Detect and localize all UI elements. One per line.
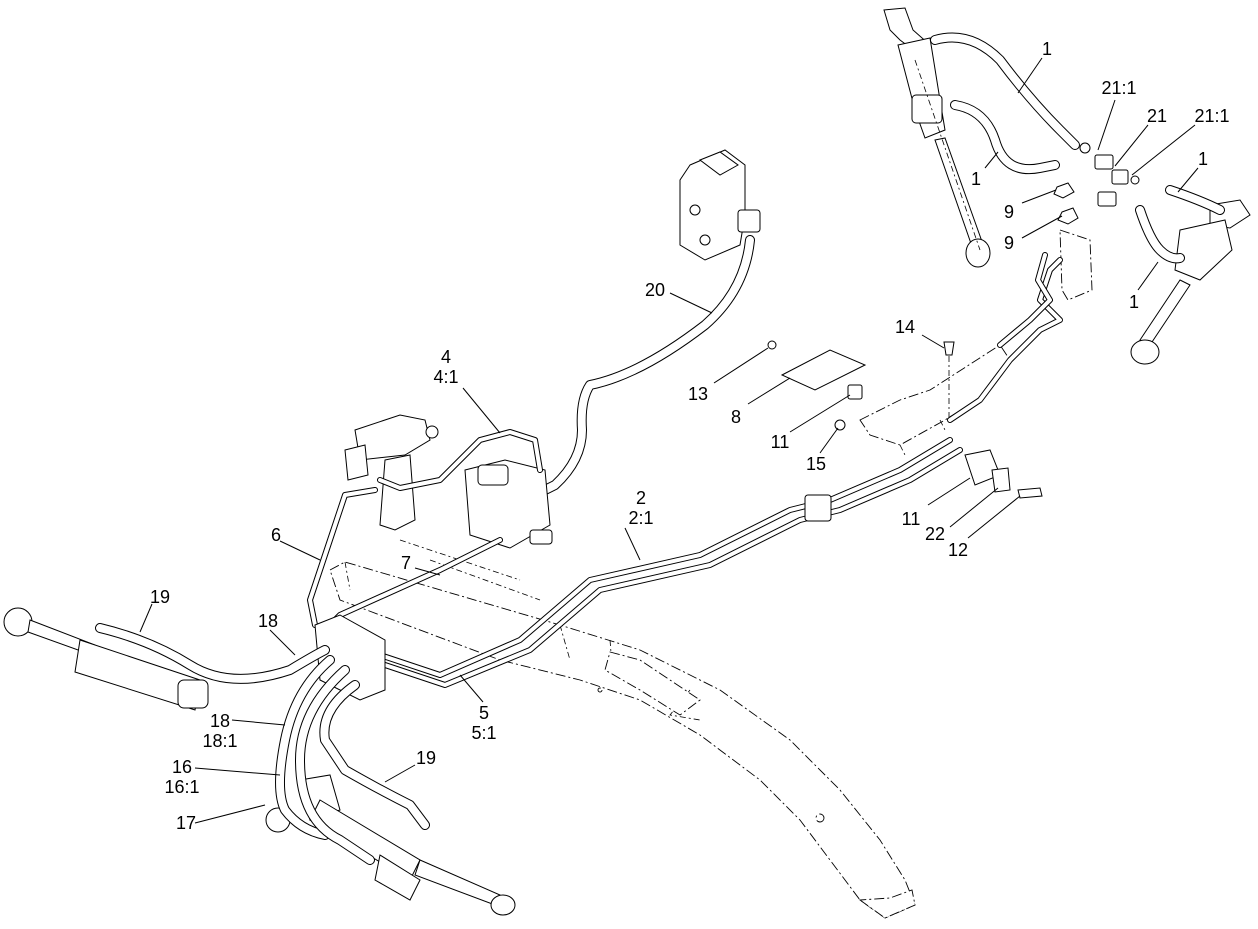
callout-line: 2 [636, 488, 646, 508]
right-lower-cylinder [1130, 199, 1251, 365]
callout-line: 22 [925, 524, 945, 544]
callout-c1c: 1 [1198, 149, 1208, 169]
lower-hoses [95, 623, 430, 865]
callout-line: 20 [645, 280, 665, 300]
callout-c19b: 19 [416, 748, 436, 768]
callout-line: 9 [1004, 233, 1014, 253]
callout-c12: 12 [948, 540, 968, 560]
callout-c19a: 19 [150, 587, 170, 607]
tube-6 [307, 487, 378, 628]
main-frame [329, 539, 916, 919]
callout-line: 8 [731, 407, 741, 427]
hose-20 [540, 235, 755, 495]
callout-line: 2:1 [628, 508, 653, 528]
callout-line: 11 [771, 432, 790, 452]
callout-line: 5 [479, 703, 489, 723]
callout-line: 4:1 [433, 367, 458, 387]
callout-line: 1 [971, 169, 981, 189]
rear-tubes [947, 252, 1063, 423]
callout-line: 14 [895, 317, 915, 337]
callout-line: 11 [902, 509, 921, 529]
callout-line: 6 [271, 525, 281, 545]
callout-c21b: 21:1 [1194, 106, 1229, 126]
left-steering-cylinder [3, 607, 209, 711]
callout-c7: 7 [401, 553, 411, 573]
bracket-8 [767, 340, 955, 431]
callout-line: 19 [416, 748, 436, 768]
tube-2-5 [377, 437, 963, 688]
callout-c20: 20 [645, 280, 665, 300]
callout-line: 17 [176, 813, 196, 833]
hose-1-group [930, 32, 1225, 264]
callout-line: 12 [948, 540, 968, 560]
clamp-11-22-12 [964, 449, 1043, 499]
callout-line: 1 [1042, 39, 1052, 59]
callout-line: 16:1 [164, 777, 199, 797]
callout-c11b: 11 [902, 509, 921, 529]
callout-c8: 8 [731, 407, 741, 427]
tube-4 [377, 429, 543, 491]
fitting-21 [1079, 142, 1140, 207]
callout-c1a: 1 [1042, 39, 1052, 59]
callout-line: 13 [688, 384, 708, 404]
callout-c21: 21 [1147, 106, 1167, 126]
callout-line: 1 [1198, 149, 1208, 169]
callout-line: 15 [806, 454, 826, 474]
callout-c22: 22 [925, 524, 945, 544]
nut-9 [1053, 182, 1079, 225]
callout-c21a: 21:1 [1101, 78, 1136, 98]
valve-block [464, 459, 553, 549]
callout-c14: 14 [895, 317, 915, 337]
callout-c17: 17 [176, 813, 196, 833]
tube-clamp [804, 494, 832, 522]
callout-line: 5:1 [471, 723, 496, 743]
callout-line: 21:1 [1194, 106, 1229, 126]
callout-line: 19 [150, 587, 170, 607]
callout-line: 21 [1147, 106, 1167, 126]
control-valve [679, 149, 761, 261]
right-upper-cylinder [883, 7, 991, 268]
callout-c9b: 9 [1004, 233, 1014, 253]
callout-c1d: 1 [1129, 292, 1139, 312]
callout-c11a: 11 [771, 432, 790, 452]
callout-c1b: 1 [971, 169, 981, 189]
callout-line: 9 [1004, 202, 1014, 222]
callout-line: 1 [1129, 292, 1139, 312]
callout-line: 16 [172, 757, 192, 777]
callout-line: 4 [441, 347, 451, 367]
callout-c15: 15 [806, 454, 826, 474]
callout-line: 21:1 [1101, 78, 1136, 98]
leader-lines [139, 57, 1199, 824]
callout-c13: 13 [688, 384, 708, 404]
callout-c18a: 18 [258, 611, 278, 631]
callout-line: 18 [258, 611, 278, 631]
pump-assembly [344, 414, 439, 531]
callout-c6: 6 [271, 525, 281, 545]
callout-line: 7 [401, 553, 411, 573]
callout-c9a: 9 [1004, 202, 1014, 222]
callout-line: 18 [210, 711, 230, 731]
callout-line: 18:1 [202, 731, 237, 751]
